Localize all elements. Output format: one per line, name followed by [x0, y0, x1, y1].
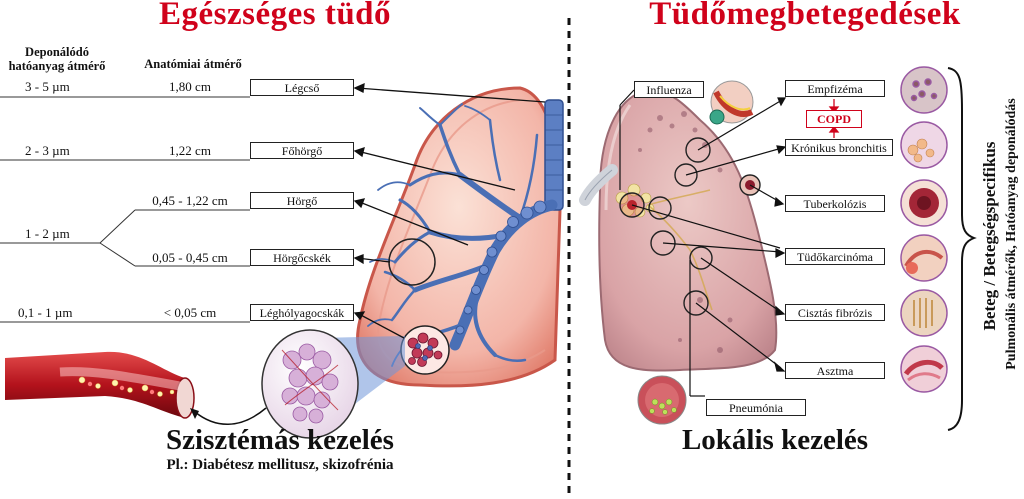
- label-influenza: Influenza: [634, 81, 704, 98]
- emphysema-thumbnail: [900, 66, 948, 114]
- label-copd: COPD: [806, 110, 862, 128]
- anatomical-diameter-2: 1,22 cm: [169, 143, 211, 158]
- anatomical-diameter-1: 1,80 cm: [169, 79, 211, 94]
- diseased-lung-lobe: [598, 88, 778, 372]
- lung-diseases-title: Tüdőmegbetegedések: [649, 0, 961, 32]
- label-tuberculosis: Tuberkolózis: [785, 195, 885, 212]
- local-treatment-title: Lokális kezelés: [681, 424, 869, 456]
- particle-diameter-header: Deponálódó hatóanyag átmérő: [8, 45, 106, 73]
- right-pointers: [619, 89, 787, 397]
- trachea: [544, 99, 564, 211]
- alveoli-detail: [281, 343, 339, 424]
- particle-size-5: 0,1 - 1 µm: [18, 305, 73, 320]
- asthma-thumbnail: [900, 345, 948, 393]
- label-bronchus: Hörgő: [250, 192, 354, 209]
- anatomical-diameter-4: 0,05 - 0,45 cm: [152, 250, 228, 265]
- vertical-label-patient-specific: Beteg / Betegségspecifikus: [980, 141, 999, 331]
- label-alveoli: Léghólyagocskák: [250, 304, 354, 321]
- label-lung-carcinoma: Tüdőkarcinóma: [785, 248, 885, 265]
- particle-size-2: 2 - 3 µm: [25, 143, 70, 158]
- label-trachea: Légcső: [250, 79, 354, 96]
- label-chronic-bronchitis: Krónikus bronchitis: [785, 139, 893, 156]
- particle-size-1: 3 - 5 µm: [25, 79, 70, 94]
- anatomical-diameter-header: Anatómiai átmérő: [144, 57, 242, 71]
- curly-brace: [947, 67, 977, 431]
- systemic-treatment-subtitle: Pl.: Diabétesz mellitusz, skizofrénia: [166, 457, 394, 473]
- size-table-lines: [0, 96, 250, 323]
- label-main-bronchus: Főhörgő: [250, 142, 354, 159]
- vertical-label-pulmonary-diameters: Pulmonális átmérők, Hatóanyag deponálódá…: [1004, 98, 1019, 370]
- influenza-thumbnail: [709, 80, 754, 125]
- left-pointers: [353, 82, 546, 339]
- pneumonia-thumbnail: [637, 375, 687, 425]
- systemic-treatment-title: Szisztémás kezelés: [166, 424, 394, 456]
- anatomical-diameter-5: < 0,05 cm: [163, 305, 217, 320]
- healthy-lung-illustration: [356, 86, 564, 388]
- blood-vessel-illustration: [5, 351, 195, 419]
- copd-arrows: [828, 99, 840, 138]
- disease-thumbnails: [900, 66, 948, 393]
- label-cystic-fibrosis: Cisztás fibrózis: [785, 304, 885, 321]
- systemic-arrow: [194, 407, 267, 425]
- anatomical-diameter-3: 0,45 - 1,22 cm: [152, 193, 228, 208]
- label-asthma: Asztma: [785, 362, 885, 379]
- label-emphysema: Empfizéma: [785, 80, 885, 97]
- diseased-lung-illustration: [579, 88, 778, 372]
- label-bronchioles: Hörgőcskék: [250, 249, 354, 266]
- healthy-lung-title: Egészséges tüdő: [158, 0, 392, 32]
- label-pneumonia: Pneumónia: [706, 399, 806, 416]
- cystic-fibrosis-thumbnail: [900, 289, 948, 337]
- particle-size-3: 1 - 2 µm: [25, 226, 70, 241]
